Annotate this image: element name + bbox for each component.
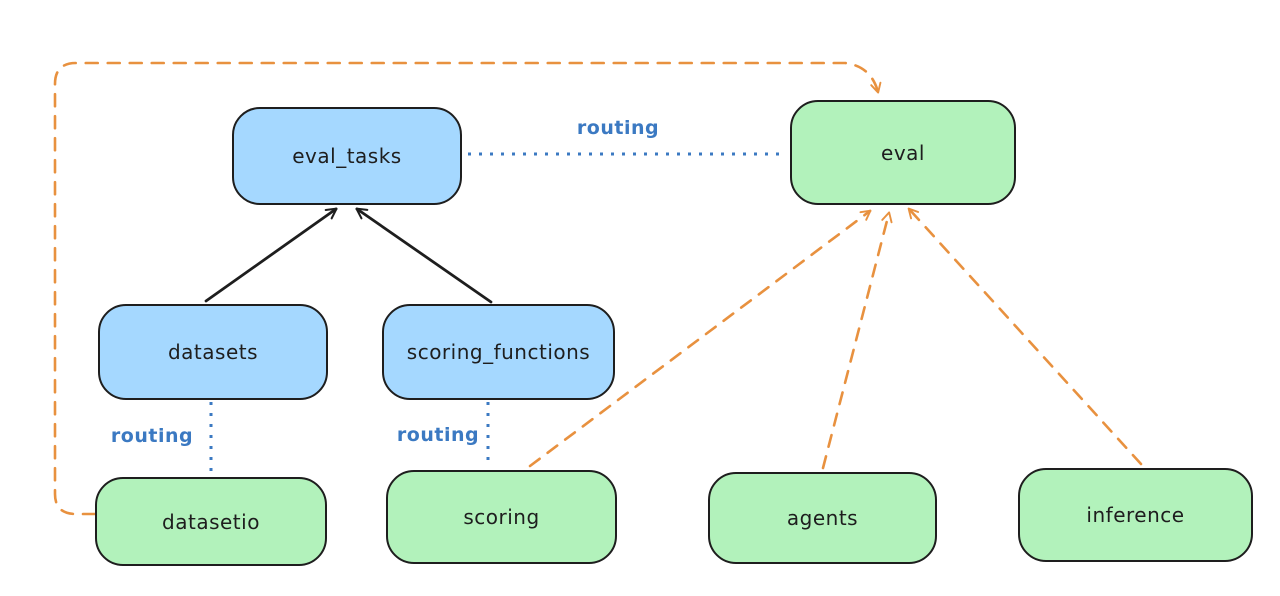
node-datasets: datasets (98, 304, 328, 400)
node-datasetio: datasetio (95, 477, 327, 566)
node-agents: agents (708, 472, 937, 564)
node-eval-label: eval (881, 140, 925, 165)
node-agents-label: agents (786, 506, 859, 530)
edge-datasetio-to-eval (53, 61, 882, 516)
edge-scoring-functions-to-eval-tasks (355, 207, 493, 304)
node-scoring-functions-label: scoring_functions (406, 340, 591, 364)
node-inference-label: inference (1086, 503, 1185, 527)
node-scoring-functions: scoring_functions (382, 304, 615, 400)
node-eval-tasks-label: eval_tasks (292, 144, 402, 168)
node-datasetio-label: datasetio (162, 509, 260, 534)
edge-scoring-to-eval (528, 209, 872, 468)
node-eval: eval (790, 100, 1016, 205)
edge-inference-to-eval (907, 207, 1143, 466)
node-inference: inference (1018, 468, 1253, 562)
routing-label-datasets-datasetio: routing (110, 425, 194, 447)
node-scoring-label: scoring (463, 505, 540, 529)
routing-label-scoring-functions-scoring: routing (396, 424, 480, 446)
edge-datasets-to-eval-tasks (204, 207, 338, 303)
node-scoring: scoring (386, 470, 617, 564)
routing-label-eval-tasks-eval: routing (576, 117, 660, 139)
edge-agents-to-eval (821, 211, 893, 470)
node-eval-tasks: eval_tasks (232, 107, 462, 205)
node-datasets-label: datasets (167, 340, 259, 364)
